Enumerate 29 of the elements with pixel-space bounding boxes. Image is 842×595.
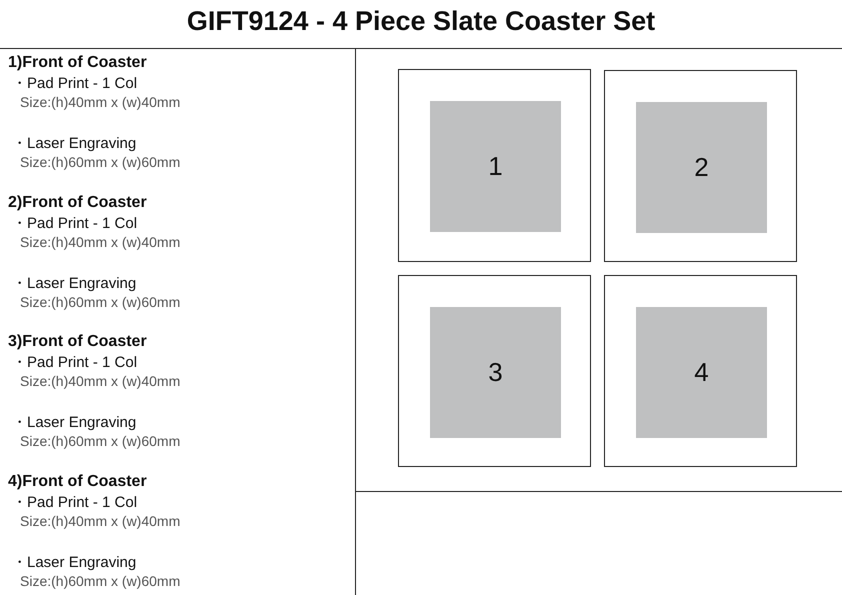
coaster-outline — [398, 69, 591, 262]
section-heading: 3)Front of Coaster — [8, 333, 147, 351]
print-area: 2 — [636, 102, 767, 233]
size-note: Size:(h)60mm x (w)60mm — [20, 154, 180, 170]
size-note: Size:(h)40mm x (w)40mm — [20, 234, 180, 250]
size-note: Size:(h)40mm x (w)40mm — [20, 373, 180, 389]
print-area: 1 — [430, 101, 561, 232]
section-heading: 2)Front of Coaster — [8, 194, 147, 212]
section-heading: 1)Front of Coaster — [8, 54, 147, 72]
coaster-outline — [604, 275, 797, 467]
size-note: Size:(h)60mm x (w)60mm — [20, 294, 180, 310]
option-item: ・Pad Print - 1 Col — [12, 74, 138, 93]
option-item: ・Laser Engraving — [12, 274, 136, 292]
option-item: ・Laser Engraving — [12, 413, 136, 432]
option-item: ・Pad Print - 1 Col — [12, 353, 138, 372]
coaster-outline — [398, 275, 591, 467]
option-item: ・Pad Print - 1 Col — [12, 214, 138, 232]
coaster-outline — [604, 70, 797, 262]
section-heading: 4)Front of Coaster — [8, 472, 147, 490]
size-note: Size:(h)40mm x (w)40mm — [20, 94, 180, 110]
option-item: ・Laser Engraving — [12, 552, 136, 572]
option-item: ・Pad Print - 1 Col — [12, 492, 138, 512]
size-note: Size:(h)60mm x (w)60mm — [20, 433, 180, 449]
option-item: ・Laser Engraving — [12, 134, 136, 153]
print-area: 4 — [636, 307, 767, 438]
size-note: Size:(h)60mm x (w)60mm — [20, 572, 180, 588]
title: GIFT9124 - 4 Piece Slate Coaster Set — [186, 6, 656, 37]
size-note: Size:(h)40mm x (w)40mm — [20, 512, 180, 528]
print-area: 3 — [430, 307, 561, 438]
